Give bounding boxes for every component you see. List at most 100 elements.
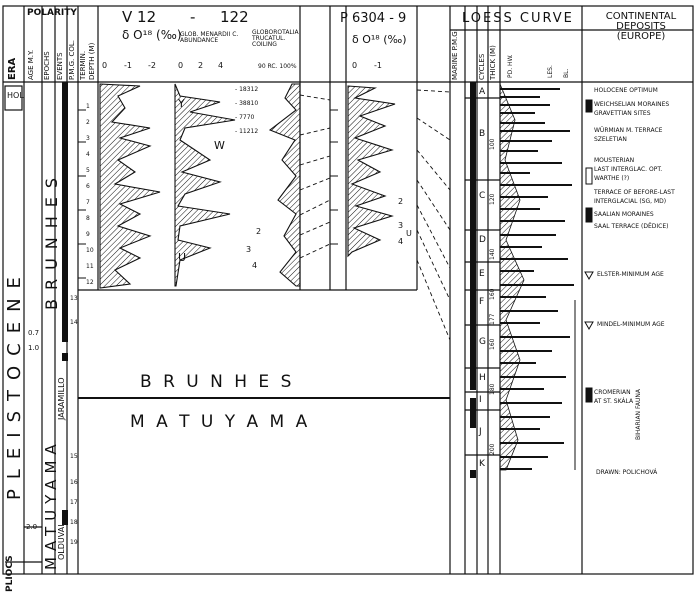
continental-title: CONTINENTAL DEPOSITS (EUROPE) bbox=[605, 11, 677, 42]
cont-st-skala: AT ST. SKÁLA bbox=[594, 398, 634, 405]
cycle-b: B bbox=[479, 129, 486, 139]
depth-13: 13 bbox=[70, 295, 78, 302]
depth-11: 11 bbox=[86, 263, 94, 270]
cont-interglacial-sg-md: INTERGLACIAL (SG, MD) bbox=[594, 198, 667, 205]
date-2: - 38810 bbox=[235, 100, 259, 107]
thick-177: 177 bbox=[489, 313, 496, 325]
cont-biharian: BIHARIAN FAUNA bbox=[635, 389, 642, 440]
cycle-k: K bbox=[479, 459, 485, 469]
cont-cromerian: CROMERIAN bbox=[594, 389, 631, 396]
v12-title-left: V 12 bbox=[122, 8, 157, 26]
cont-saalian-moraines: SAALIAN MORAINES bbox=[594, 211, 654, 218]
thick-120: 120 bbox=[489, 193, 496, 205]
thick-160b: 160 bbox=[489, 338, 496, 350]
v12-stage-4: 4 bbox=[252, 261, 258, 270]
cont-weichselian-moraines: WEICHSELIAN MORAINES bbox=[594, 101, 670, 108]
epochs-header: EPOCHS bbox=[43, 51, 51, 80]
events-header: EVENTS bbox=[56, 52, 64, 80]
depth-4: 4 bbox=[86, 151, 90, 158]
matuyama-center-label: M A T U Y A M A bbox=[130, 412, 311, 432]
marine-pmg-header: MARINE P.M.G. bbox=[451, 29, 459, 80]
depth-10: 10 bbox=[86, 247, 94, 254]
era-header: ERA bbox=[7, 57, 18, 80]
pleistocene-label: PLEISTOCENE bbox=[4, 267, 25, 500]
cycle-a: A bbox=[479, 87, 486, 97]
cycle-c: C bbox=[479, 191, 486, 201]
v12-title-right: 122 bbox=[220, 8, 249, 26]
cycle-f: F bbox=[479, 297, 485, 307]
depth-7: 7 bbox=[86, 199, 90, 206]
depth-19: 19 bbox=[70, 539, 78, 546]
p6304-delta-label: δ O¹⁸ (‰) bbox=[352, 33, 407, 46]
cont-warthe: WARTHE (?) bbox=[594, 175, 630, 182]
depth-5: 5 bbox=[86, 167, 90, 174]
p6304-title: P 6304 - 9 bbox=[340, 11, 407, 26]
cycle-e: E bbox=[479, 269, 485, 279]
jaramillo-label: JARAMILLO bbox=[57, 377, 66, 420]
depth-9: 9 bbox=[86, 231, 90, 238]
thick-100: 100 bbox=[489, 138, 496, 150]
cycles-header: CYCLES bbox=[478, 53, 486, 80]
depth-15: 15 bbox=[70, 453, 78, 460]
cycle-d: D bbox=[479, 235, 486, 245]
thick-160: 160 bbox=[489, 288, 496, 300]
cycle-g: G bbox=[479, 337, 486, 347]
depth-2: 2 bbox=[86, 119, 90, 126]
olduvai-label: OLDUVAI bbox=[57, 524, 66, 560]
depth-16: 16 bbox=[70, 479, 78, 486]
p6304-tick-1: -1 bbox=[374, 61, 382, 70]
p6304-stage-3: 3 bbox=[398, 221, 404, 230]
date-4: - 11212 bbox=[235, 128, 259, 135]
cont-last-interglac: LAST INTERGLAC. OPT. bbox=[594, 166, 663, 173]
p6304-stage-4: 4 bbox=[398, 237, 404, 246]
zone-y: Y bbox=[178, 97, 185, 110]
v12-delta-label: δ O¹⁸ (‰) bbox=[122, 28, 182, 42]
depth-header: DEPTH (M) bbox=[88, 42, 96, 80]
p6304-tick-0: 0 bbox=[352, 61, 358, 70]
cont-drawn-by: DRAWN: POLICHOVÁ bbox=[596, 469, 658, 476]
brunhes-center-label: B R U N H E S bbox=[140, 372, 295, 392]
cycle-i: I bbox=[479, 395, 482, 405]
v12-stage-2: 2 bbox=[256, 227, 262, 236]
menardii-label: GLOB. MENARDII C. ABUNDANCE bbox=[180, 31, 239, 44]
delta-tick-0: 0 bbox=[102, 61, 108, 70]
holocene-label: HOL bbox=[7, 91, 24, 100]
depth-3: 3 bbox=[86, 135, 90, 142]
depth-17: 17 bbox=[70, 499, 78, 506]
polarity-header: POLARITY bbox=[27, 8, 77, 18]
termin-header: TERMIN. bbox=[79, 50, 87, 80]
cont-wurmian-terrace: WÜRMIAN M. TERRACE bbox=[594, 127, 663, 134]
date-3: - 7770 bbox=[235, 114, 255, 121]
menardii-tick-4: 4 bbox=[218, 61, 224, 70]
brunhes-epoch-label: BRUNHES bbox=[42, 168, 61, 310]
loess-col-les: LES. bbox=[547, 65, 554, 78]
cont-terrace-before-last: TERRACE OF BEFORE-LAST bbox=[594, 189, 675, 196]
depth-18: 18 bbox=[70, 519, 78, 526]
age-1-0: 1.0 bbox=[28, 344, 40, 352]
depth-14: 14 bbox=[70, 319, 78, 326]
v12-stage-3: 3 bbox=[246, 245, 252, 254]
thick-header: THICK (M) bbox=[489, 45, 497, 80]
cont-holocene-optimum: HOLOCENE OPTIMUM bbox=[594, 87, 658, 94]
delta-tick-1: -1 bbox=[124, 61, 132, 70]
cycle-j: J bbox=[479, 427, 482, 437]
thick-200: 200 bbox=[489, 443, 496, 455]
cont-elster: ELSTER-MINIMUM AGE bbox=[597, 271, 664, 278]
age-2-0: 2.0 bbox=[26, 523, 38, 531]
menardii-tick-2: 2 bbox=[198, 61, 204, 70]
zone-u: U bbox=[178, 251, 187, 264]
loess-title: LOESS CURVE bbox=[462, 11, 574, 26]
depth-12: 12 bbox=[86, 279, 94, 286]
depth-8: 8 bbox=[86, 215, 90, 222]
cont-gravettian-sites: GRAVETTIAN SITES bbox=[594, 110, 651, 117]
thick-140: 140 bbox=[489, 248, 496, 260]
cycle-h: H bbox=[479, 373, 486, 383]
zone-w: W bbox=[214, 139, 225, 152]
loess-col-bl: BL. bbox=[563, 68, 570, 78]
pliocene-label: PLIOCS bbox=[5, 555, 15, 592]
cont-mindel: MINDEL-MINIMUM AGE bbox=[597, 321, 665, 328]
depth-6: 6 bbox=[86, 183, 90, 190]
date-1: - 18312 bbox=[235, 86, 259, 93]
cont-saal-terrace: SAAL TERRACE (DĚDICE) bbox=[594, 223, 669, 230]
coiling-units: 90 RC. 100% bbox=[258, 63, 297, 70]
